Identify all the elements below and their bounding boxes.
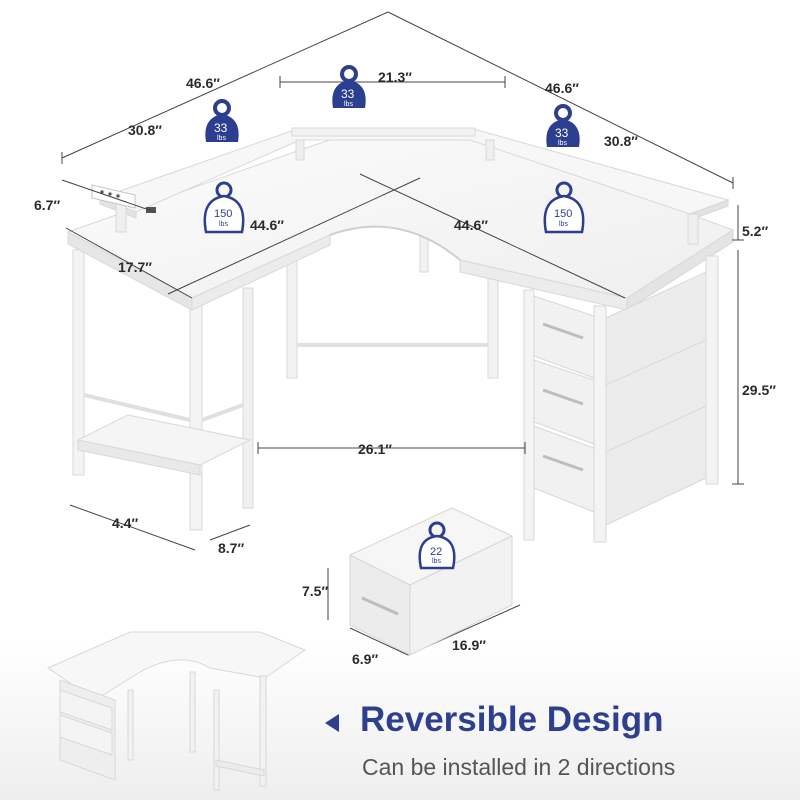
dim-drawer-depth: 16.9″ [452, 637, 486, 653]
dim-desk-height: 29.5″ [742, 382, 776, 398]
weight-unit-shelf-right: lbs [558, 140, 567, 147]
dimension-lines [61, 11, 744, 656]
dim-total-depth-right: 46.6″ [545, 80, 579, 96]
dim-shelf-side-b: 8.7″ [218, 540, 244, 556]
kettlebell-icon: 22 lbs [418, 521, 456, 570]
reversed-desk-thumbnail [46, 631, 307, 791]
weight-value-shelf-left: 33 [214, 121, 228, 135]
dim-leg-gap: 26.1″ [358, 441, 392, 457]
weight-unit-desk-left: lbs [219, 221, 228, 228]
reversible-design-subtitle: Can be installed in 2 directions [362, 754, 676, 780]
weight-value-drawer: 22 [430, 546, 442, 558]
dim-shelf-height: 5.2″ [742, 223, 768, 239]
weight-unit-desk-right: lbs [559, 221, 568, 228]
kettlebell-icon: 33 lbs [546, 104, 580, 147]
dim-shelf-side-a: 4.4″ [112, 515, 138, 531]
main-desk [66, 127, 735, 543]
kettlebell-icon: 150 lbs [543, 181, 585, 234]
dim-shelf-left: 30.8″ [128, 122, 162, 138]
weight-unit-shelf-center: lbs [344, 101, 353, 108]
weight-value-shelf-right: 33 [555, 126, 569, 140]
dim-inner-right: 44.6″ [454, 217, 488, 233]
kettlebell-icon: 150 lbs [203, 181, 245, 234]
weight-unit-drawer: lbs [432, 558, 441, 565]
weight-unit-shelf-left: lbs [217, 135, 226, 142]
triangle-left-icon [325, 714, 339, 732]
weight-value-desk-left: 150 [214, 208, 232, 220]
dim-shelf-center: 21.3″ [378, 69, 412, 85]
dim-drawer-height: 7.5″ [302, 583, 328, 599]
weight-value-desk-right: 150 [554, 208, 572, 220]
dim-total-depth-left: 46.6″ [186, 75, 220, 91]
dimension-labels: 46.6″ 21.3″ 46.6″ 30.8″ 30.8″ 6.7″ 44.6″… [34, 69, 776, 667]
weight-value-shelf-center: 33 [341, 87, 355, 101]
dim-shelf-right: 30.8″ [604, 133, 638, 149]
reversible-design-title: Reversible Design [360, 700, 664, 739]
dim-outlet-height: 6.7″ [34, 197, 60, 213]
dim-inner-left: 44.6″ [250, 217, 284, 233]
dim-drawer-width: 6.9″ [352, 651, 378, 667]
kettlebell-icon: 33 lbs [205, 99, 239, 142]
dim-desk-depth: 17.7″ [118, 259, 152, 275]
kettlebell-icon: 33 lbs [332, 65, 366, 108]
